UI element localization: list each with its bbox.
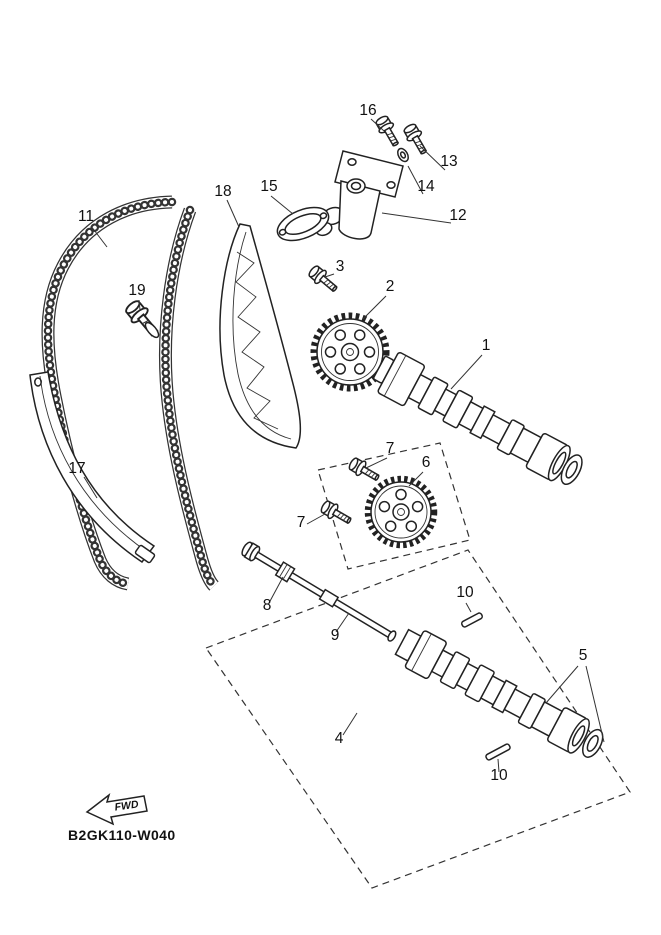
dashed-box-camshaft [205, 549, 631, 889]
part-label-6: 6 [422, 454, 431, 471]
part-label-8: 8 [263, 597, 272, 614]
part-label-10a: 10 [456, 584, 474, 601]
bolt-7-upper [346, 454, 383, 486]
part-label-4: 4 [335, 730, 344, 747]
cam-sprocket-lower [364, 475, 438, 549]
part-label-1: 1 [482, 337, 491, 354]
camshaft-upper [373, 351, 583, 486]
part-labels: 16 13 14 12 15 18 11 3 2 19 1 7 6 7 17 8… [68, 102, 587, 784]
part-label-16: 16 [359, 102, 376, 119]
part-label-15: 15 [260, 178, 277, 195]
chain-guide-lower [29, 371, 156, 564]
part-label-13: 13 [440, 153, 457, 170]
leader-lines [83, 118, 605, 773]
dashed-box-sprocket [317, 442, 471, 570]
fwd-label: FWD [114, 798, 140, 813]
washer-14 [397, 147, 409, 163]
dowel-pin-upper [461, 612, 483, 628]
chain-tensioner [315, 150, 404, 240]
decomp-rod [241, 541, 397, 642]
part-label-12: 12 [449, 207, 466, 224]
part-label-14: 14 [417, 178, 435, 195]
bolt-7-lower [318, 497, 355, 529]
fwd-arrow-icon: FWD [85, 793, 148, 826]
chain-guide-blade [219, 223, 302, 449]
part-label-2: 2 [386, 278, 395, 295]
part-label-17: 17 [68, 460, 85, 477]
diagram-code: B2GK110-W040 [68, 827, 176, 843]
bolt-19 [121, 296, 165, 342]
bolt-16 [372, 113, 404, 150]
part-label-9: 9 [331, 627, 340, 644]
part-label-5: 5 [579, 647, 588, 664]
dowel-pin-lower [485, 743, 511, 761]
part-label-7a: 7 [386, 440, 395, 457]
part-label-3: 3 [336, 258, 345, 275]
part-label-11: 11 [78, 208, 94, 225]
tensioner-gasket [276, 206, 330, 242]
part-label-18: 18 [214, 183, 231, 200]
part-label-7b: 7 [297, 514, 306, 531]
timing-chain [41, 195, 219, 591]
part-label-19: 19 [128, 282, 145, 299]
camshaft-lower [394, 628, 604, 758]
part-label-10b: 10 [490, 767, 508, 784]
cam-sprocket-upper [310, 312, 390, 392]
